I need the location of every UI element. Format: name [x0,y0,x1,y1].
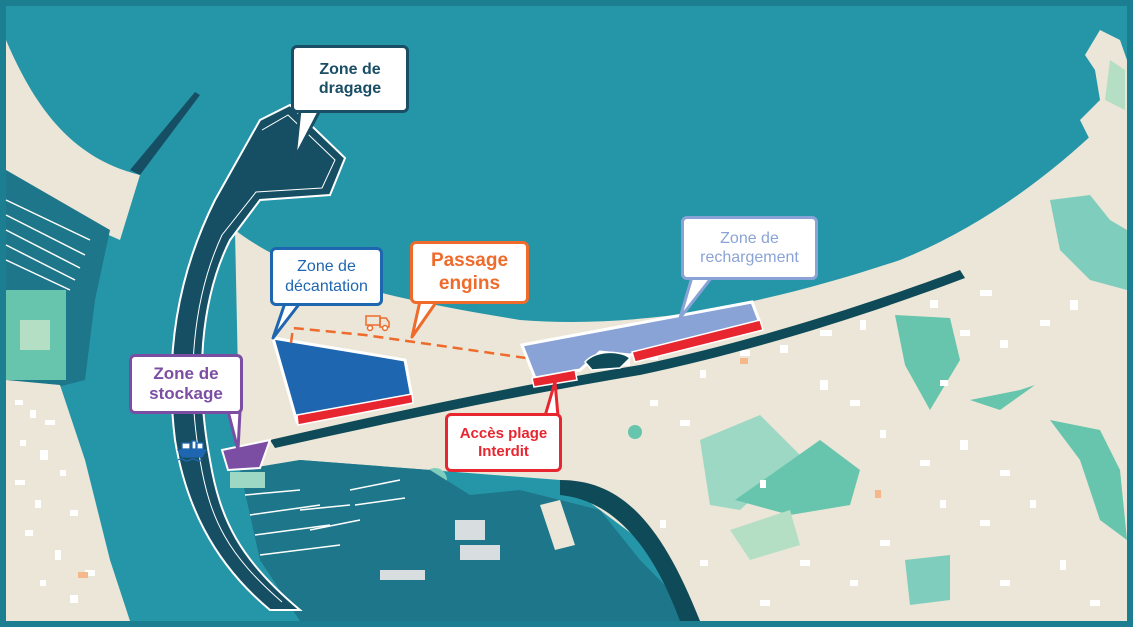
pontoons-west [5,199,91,291]
callout-passage-engins-line2: engins [438,272,501,294]
park-east-6 [1050,195,1127,290]
callout-passage-engins: Passage engins [410,241,529,304]
sports-ground [700,415,800,510]
park-east-1 [895,315,960,410]
callout-passage-engins-line1: Passage [430,249,509,271]
callout-zone-rechargement-line2: rechargement [700,249,799,266]
pontoons-harbour [244,479,406,556]
callout-zone-stockage-line1: Zone de [153,363,219,383]
passage-engins-route [289,326,541,362]
town-west [6,380,130,621]
harbour-basin [240,460,700,621]
callout-acces-plage-interdit: Accès plage Interdit [445,413,562,472]
callout-zone-stockage: Zone de stockage [129,354,243,414]
callout-zone-dragage: Zone de dragage [291,45,409,113]
seawall [270,270,965,448]
callout-zone-decantation-line2: décantation [285,277,368,295]
park-east-2 [735,440,860,515]
callout-zone-rechargement-line1: Zone de [720,229,779,247]
decantation-access-forbidden-bar [296,393,414,426]
park-east-3 [730,510,800,560]
callout-zone-dragage-line2: dragage [318,80,382,97]
truck-icon [365,315,390,332]
headland-northeast [1080,30,1127,140]
buildings-east [620,290,1100,606]
callout-zone-rechargement: Zone de rechargement [681,216,818,280]
rechargement-access-forbidden-bar-west [531,369,578,388]
park-east-4 [1050,420,1127,540]
dredger-boat-icon [176,440,208,462]
park-east-5 [970,385,1035,410]
rechargement-access-forbidden-bar-east [631,319,764,363]
callout-zone-decantation-line1: Zone de [297,258,356,276]
zone-stockage-shape [220,438,272,472]
callout-acces-plage-interdit-line2: Interdit [478,442,529,460]
callout-zone-stockage-line2: stockage [149,384,223,403]
callout-acces-plage-interdit-line1: Accès plage [459,424,548,442]
callout-zone-dragage-line1: Zone de [319,60,381,78]
callout-zone-decantation: Zone de décantation [270,247,383,306]
